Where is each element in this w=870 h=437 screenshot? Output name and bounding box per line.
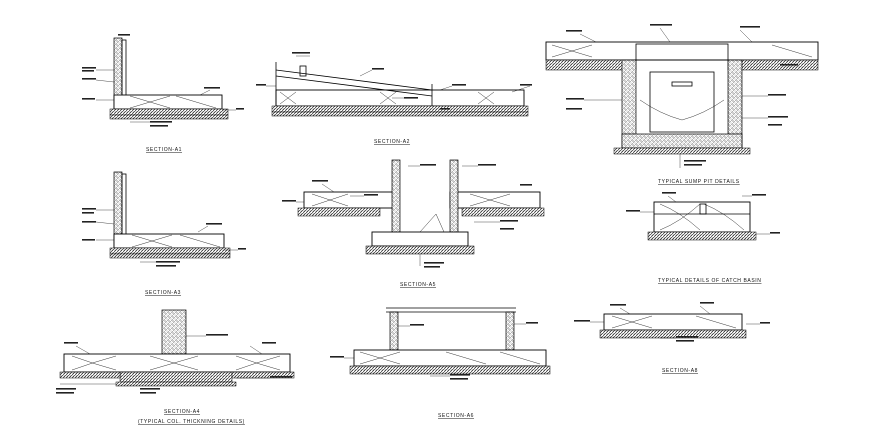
detail-section-a5: SECTION-A5 [282, 159, 545, 288]
caption-catch-basin: TYPICAL DETAILS OF CATCH BASIN [658, 278, 761, 284]
caption-section-a3: SECTION-A3 [145, 290, 181, 296]
detail-catch-basin: TYPICAL DETAILS OF CATCH BASIN [626, 192, 780, 284]
detail-section-a3: SECTION-A3 [82, 171, 246, 296]
caption-sump-pit: TYPICAL SUMP PIT DETAILS [658, 179, 740, 185]
detail-section-a4: SECTION-A4 (TYPICAL COL. THICKNING DETAI… [56, 309, 295, 425]
detail-sump-pit: TYPICAL SUMP PIT DETAILS [545, 24, 819, 185]
caption-section-a4: SECTION-A4 [164, 409, 200, 415]
caption-section-a5: SECTION-A5 [400, 282, 436, 288]
caption-section-a8: SECTION-A8 [662, 368, 698, 374]
detail-section-a6: SECTION-A6 [330, 307, 551, 419]
detail-section-a8: SECTION-A8 [574, 302, 770, 374]
caption-section-a6: SECTION-A6 [438, 413, 474, 419]
subcaption-section-a4: (TYPICAL COL. THICKNING DETAILS) [138, 419, 245, 425]
detail-section-a2: SECTION-A2 [256, 52, 532, 145]
detail-section-a1: SECTION-A1 [82, 34, 244, 153]
caption-section-a1: SECTION-A1 [146, 147, 182, 153]
caption-section-a2: SECTION-A2 [374, 139, 410, 145]
